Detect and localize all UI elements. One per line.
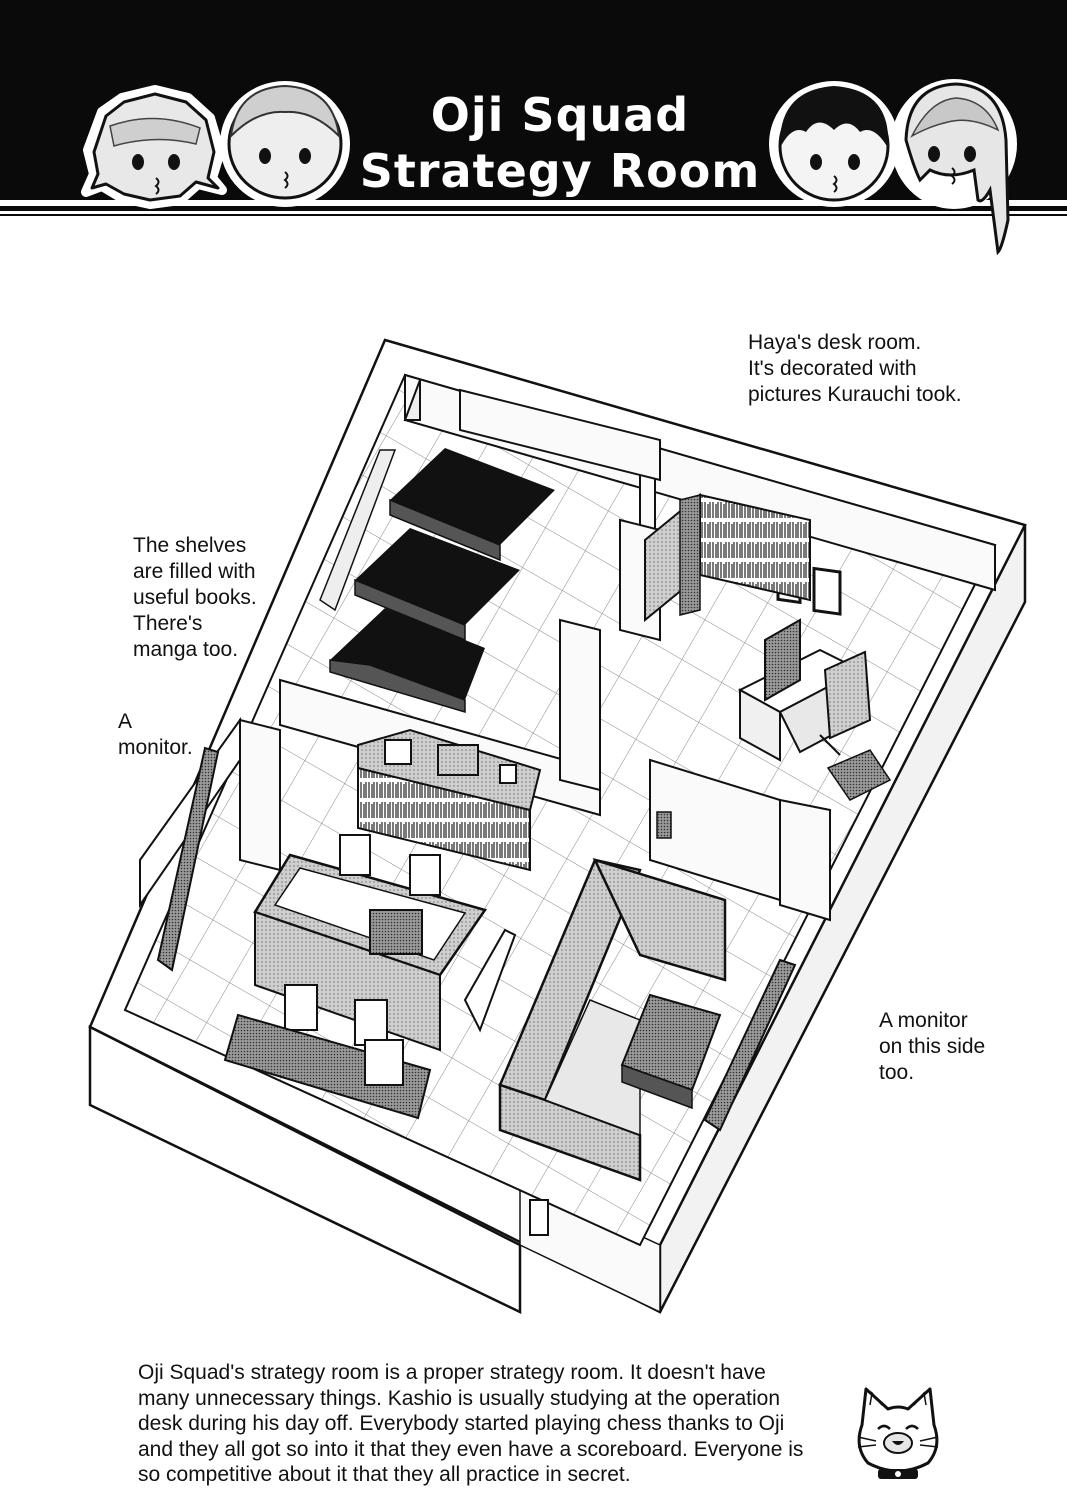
annotation-line: Haya's desk room. [748,331,922,354]
annotation-line: too. [879,1061,915,1084]
header-rule-thin [0,214,1067,216]
face-3-icon [769,81,899,207]
caption: Oji Squad's strategy room is a proper st… [138,1360,858,1488]
annotation-line: monitor. [118,736,193,759]
annotation-line: A monitor [879,1009,968,1032]
page-title-line-1: Oji Squad [430,88,690,142]
central-bookshelf [357,728,542,872]
annotation-desk-room: Haya's desk room. It's decorated with pi… [748,330,1008,408]
wall-switch [656,811,672,839]
annotation-line: pictures Kurauchi took. [748,383,962,406]
right-monitor [703,958,797,1132]
face-2-icon [220,81,350,207]
caption-line: desk during his day off. Everybody start… [138,1412,785,1435]
annotation-line: There's [133,612,203,635]
annotation-line: The shelves [133,534,247,557]
switch-plate [529,1199,549,1236]
bench [223,1013,432,1120]
annotation-line: are filled with [133,560,256,583]
caption-line: so competitive about it that they all pr… [138,1463,631,1486]
caption-line: Oji Squad's strategy room is a proper st… [138,1361,766,1384]
caption-line: and they all got so into it that they ev… [138,1437,804,1461]
annotation-monitor-left: A monitor. [118,709,228,761]
annotation-line: on this side [879,1035,986,1058]
floorplan-illustration [88,338,1027,1314]
annotation-shelves: The shelves are filled with useful books… [133,533,283,663]
annotation-line: manga too. [133,638,239,661]
annotation-monitor-right: A monitor on this side too. [879,1008,1029,1086]
chess-table [253,834,517,1052]
sofa [498,857,727,1182]
caption-line: many unnecessary things. Kashio is usual… [138,1386,781,1410]
annotation-line: useful books. [133,586,257,609]
cat-mascot-icon [857,1387,939,1479]
face-4-icon [891,79,1017,255]
desk-room-furniture [644,492,892,801]
left-monitor [156,746,220,972]
tall-shelves [319,448,555,714]
face-1-icon [81,85,227,209]
building-shell [88,338,1027,1314]
header-rule [0,206,1067,211]
annotation-line: A [118,710,133,733]
annotation-line: It's decorated with [748,357,917,380]
page-title-line-2: Strategy Room [359,144,761,198]
